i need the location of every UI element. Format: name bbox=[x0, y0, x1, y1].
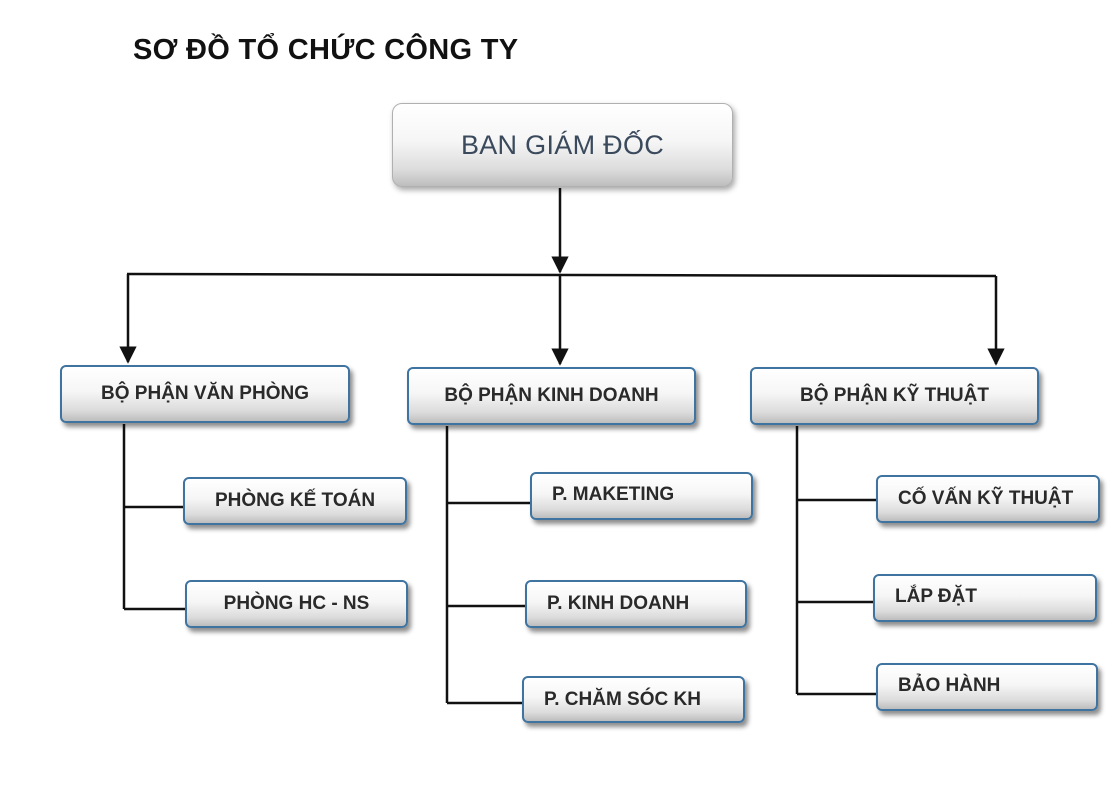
unit-sales-label: P. KINH DOANH bbox=[547, 593, 690, 614]
unit-marketing-label: P. MAKETING bbox=[552, 484, 675, 505]
unit-warranty-label: BẢO HÀNH bbox=[898, 675, 1001, 696]
department-business-box: BỘ PHẬN KINH DOANH bbox=[407, 367, 696, 425]
unit-installation-label: LẮP ĐẶT bbox=[895, 586, 977, 607]
unit-accounting-label: PHÒNG KẾ TOÁN bbox=[214, 490, 376, 511]
unit-marketing-box: P. MAKETING bbox=[530, 472, 753, 520]
department-bus bbox=[126, 272, 997, 278]
chart-title: SƠ ĐỒ TỔ CHỨC CÔNG TY bbox=[133, 34, 519, 66]
board-of-directors-box: BAN GIÁM ĐỐC bbox=[392, 103, 733, 187]
department-technical-label: BỘ PHẬN KỸ THUẬT bbox=[800, 385, 989, 406]
department-technical-box: BỘ PHẬN KỸ THUẬT bbox=[750, 367, 1039, 425]
unit-customer-care-box: P. CHĂM SÓC KH bbox=[522, 676, 745, 723]
unit-accounting-box: PHÒNG KẾ TOÁN bbox=[183, 477, 407, 525]
unit-technical-advisor-box: CỐ VẤN KỸ THUẬT bbox=[876, 475, 1100, 523]
unit-hr-label: PHÒNG HC - NS bbox=[223, 593, 370, 614]
department-business-label: BỘ PHẬN KINH DOANH bbox=[444, 385, 659, 406]
unit-warranty-box: BẢO HÀNH bbox=[876, 663, 1098, 711]
unit-installation-box: LẮP ĐẶT bbox=[873, 574, 1097, 622]
board-of-directors-label: BAN GIÁM ĐỐC bbox=[460, 129, 665, 160]
unit-customer-care-label: P. CHĂM SÓC KH bbox=[544, 688, 701, 710]
unit-sales-box: P. KINH DOANH bbox=[525, 580, 747, 628]
department-office-box: BỘ PHẬN VĂN PHÒNG bbox=[60, 365, 350, 423]
unit-hr-box: PHÒNG HC - NS bbox=[185, 580, 408, 628]
department-office-label: BỘ PHẬN VĂN PHÒNG bbox=[101, 383, 309, 404]
unit-technical-advisor-label: CỐ VẤN KỸ THUẬT bbox=[898, 488, 1074, 509]
